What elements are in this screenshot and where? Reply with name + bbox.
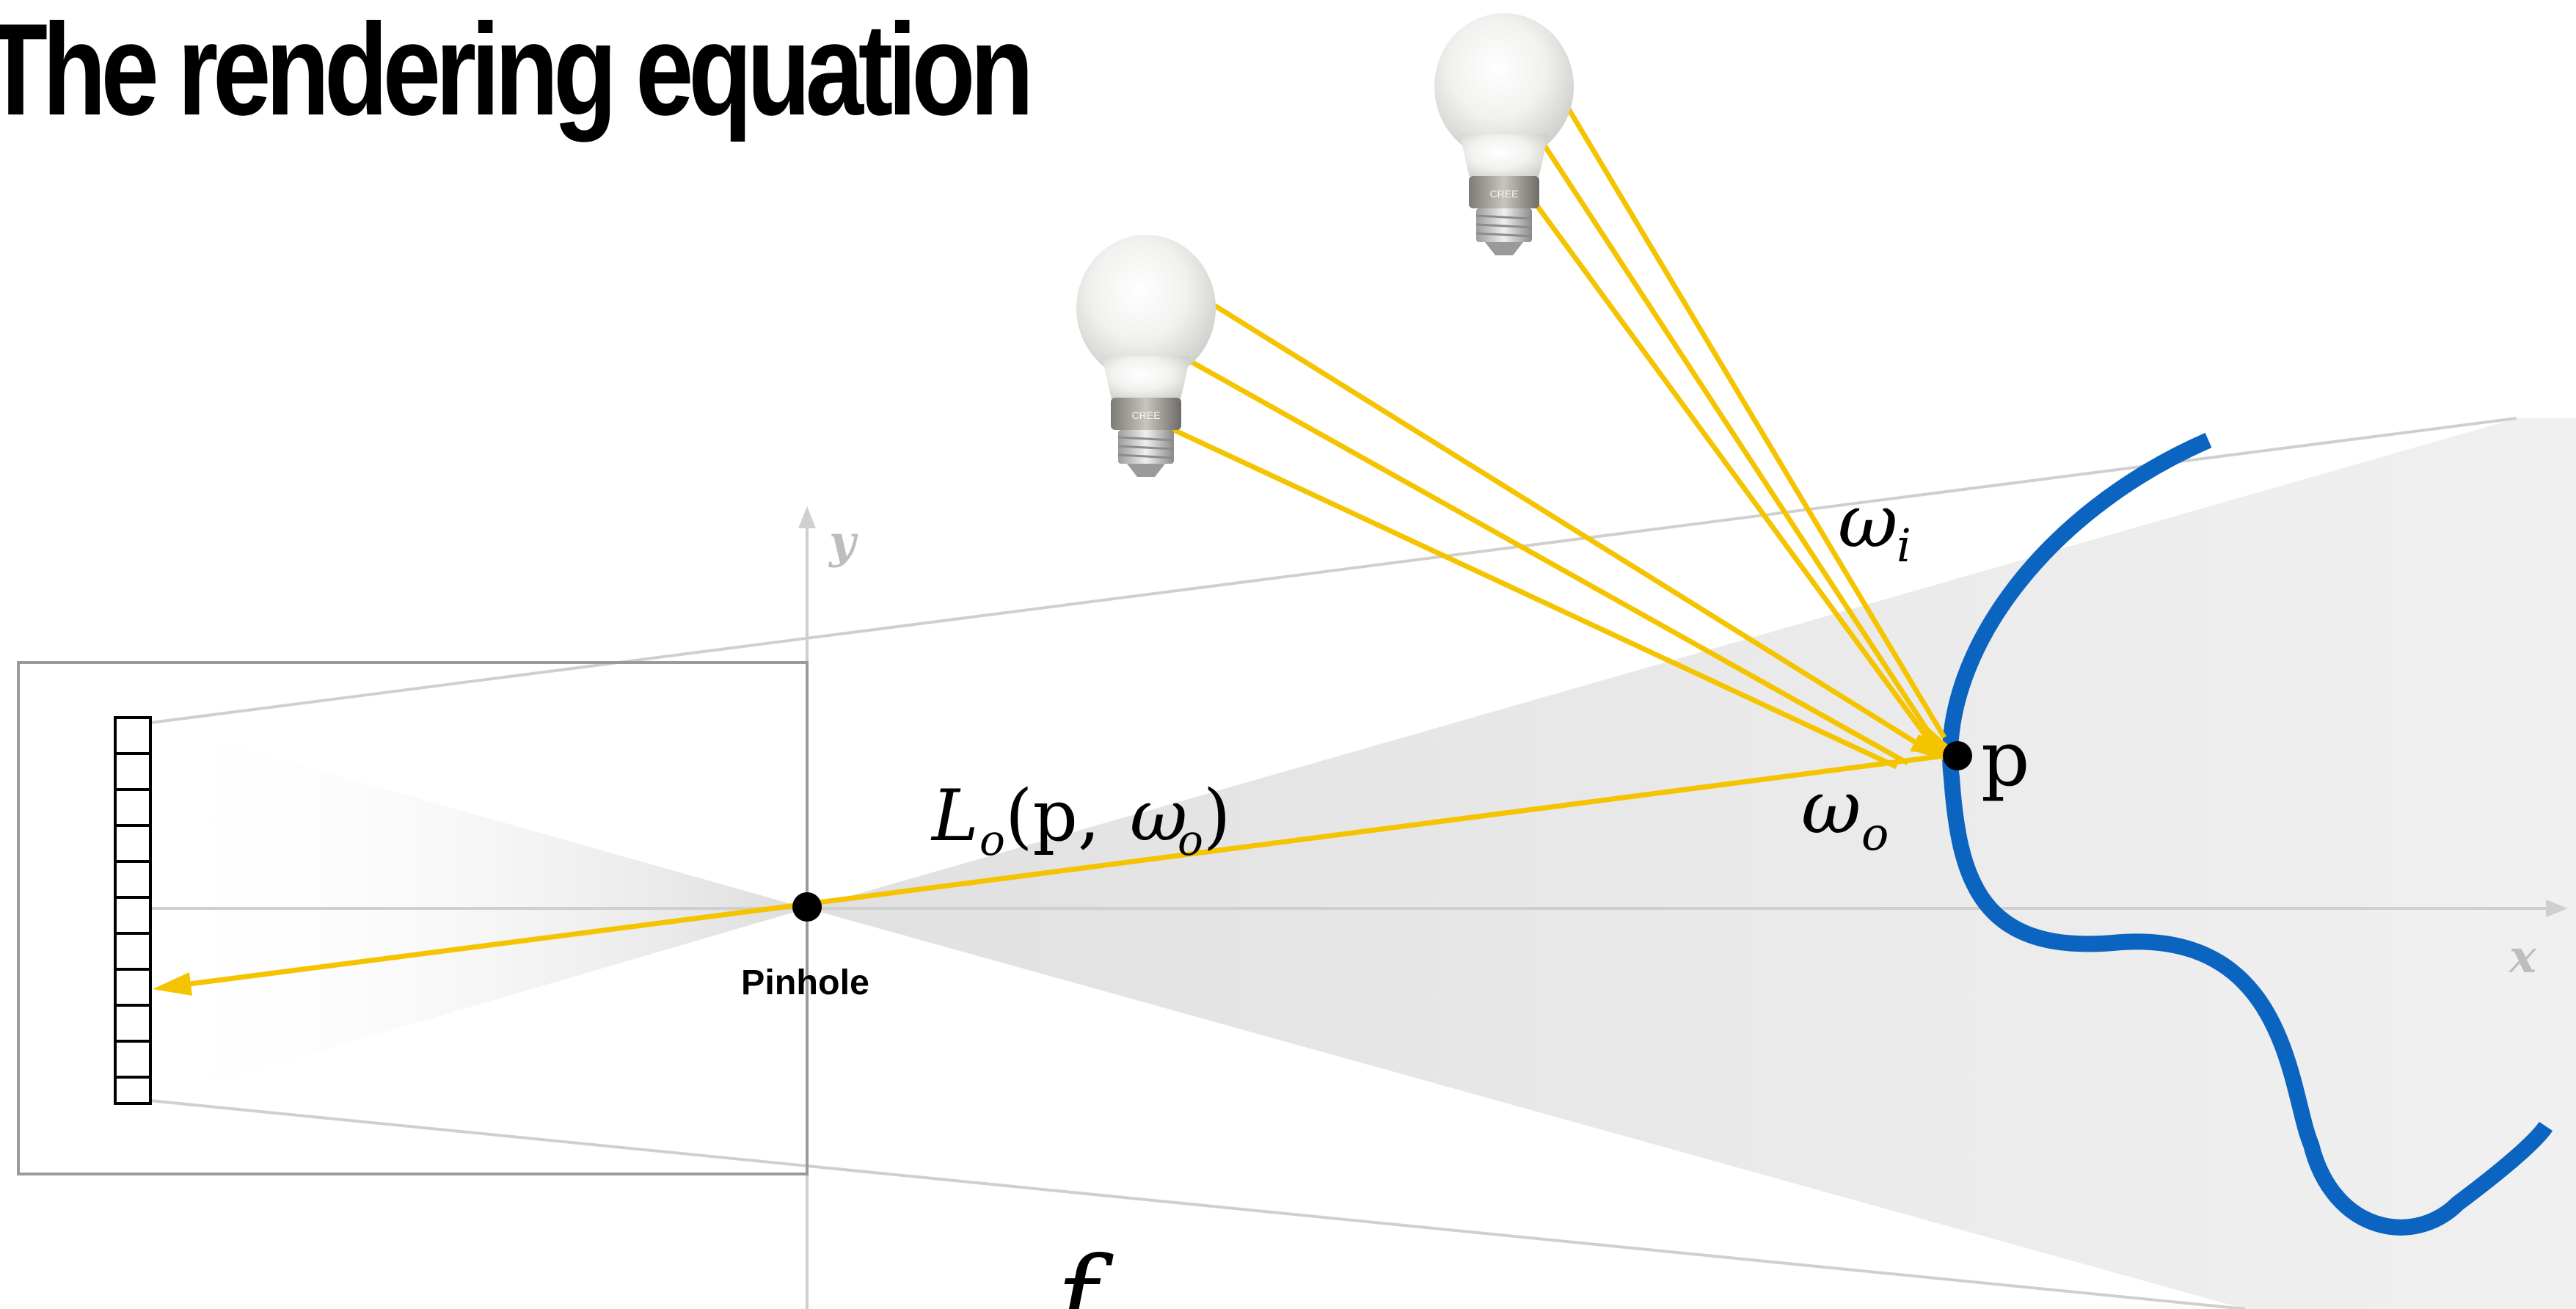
omega-o-subscript: o bbox=[1861, 807, 1889, 861]
sensor-pixel bbox=[115, 1077, 150, 1104]
focal-length-label: f bbox=[1049, 1234, 1114, 1309]
incident-ray bbox=[1148, 264, 1937, 756]
y-axis-arrowhead bbox=[798, 506, 816, 528]
radiance-args-subscript: o bbox=[1178, 815, 1203, 865]
outgoing-radiance-label: L o (p, ω o ) bbox=[930, 775, 1230, 865]
sensor-pixel bbox=[115, 861, 150, 897]
incident-ray bbox=[1115, 319, 1908, 763]
point-label: p bbox=[1981, 714, 2030, 803]
x-axis-label: x bbox=[2508, 930, 2537, 983]
omega-i-symbol: ω bbox=[1838, 478, 1898, 564]
omega-o-symbol: ω bbox=[1801, 765, 1861, 850]
radiance-args-open: (p, bbox=[1005, 775, 1100, 857]
omega-i-label: ω i bbox=[1838, 478, 1911, 572]
sensor-pixel bbox=[115, 790, 150, 825]
y-axis-label: y bbox=[828, 515, 858, 569]
sensor-pixel bbox=[115, 969, 150, 1005]
light-bulb-icon: CREE bbox=[1434, 13, 1574, 255]
radiance-symbol: L bbox=[930, 775, 979, 857]
pinhole-label: Pinhole bbox=[741, 963, 869, 1002]
omega-i-subscript: i bbox=[1897, 519, 1911, 572]
image-sensor bbox=[115, 718, 150, 1104]
sensor-pixel bbox=[115, 1041, 150, 1077]
bulb-brand: CREE bbox=[1490, 188, 1519, 200]
frustum-left bbox=[150, 723, 807, 1101]
pinhole-point bbox=[792, 892, 822, 922]
sensor-pixel bbox=[115, 825, 150, 861]
radiance-subscript: o bbox=[979, 815, 1005, 865]
sensor-pixel bbox=[115, 718, 150, 754]
radiance-args-close: ) bbox=[1203, 775, 1230, 857]
sensor-pixel bbox=[115, 1005, 150, 1041]
sensor-pixel bbox=[115, 933, 150, 969]
frustum-right bbox=[807, 418, 2576, 1309]
sensor-pixel bbox=[115, 754, 150, 790]
bulb-brand: CREE bbox=[1132, 409, 1161, 421]
surface-point-p bbox=[1943, 741, 1972, 770]
sensor-pixel bbox=[115, 897, 150, 933]
